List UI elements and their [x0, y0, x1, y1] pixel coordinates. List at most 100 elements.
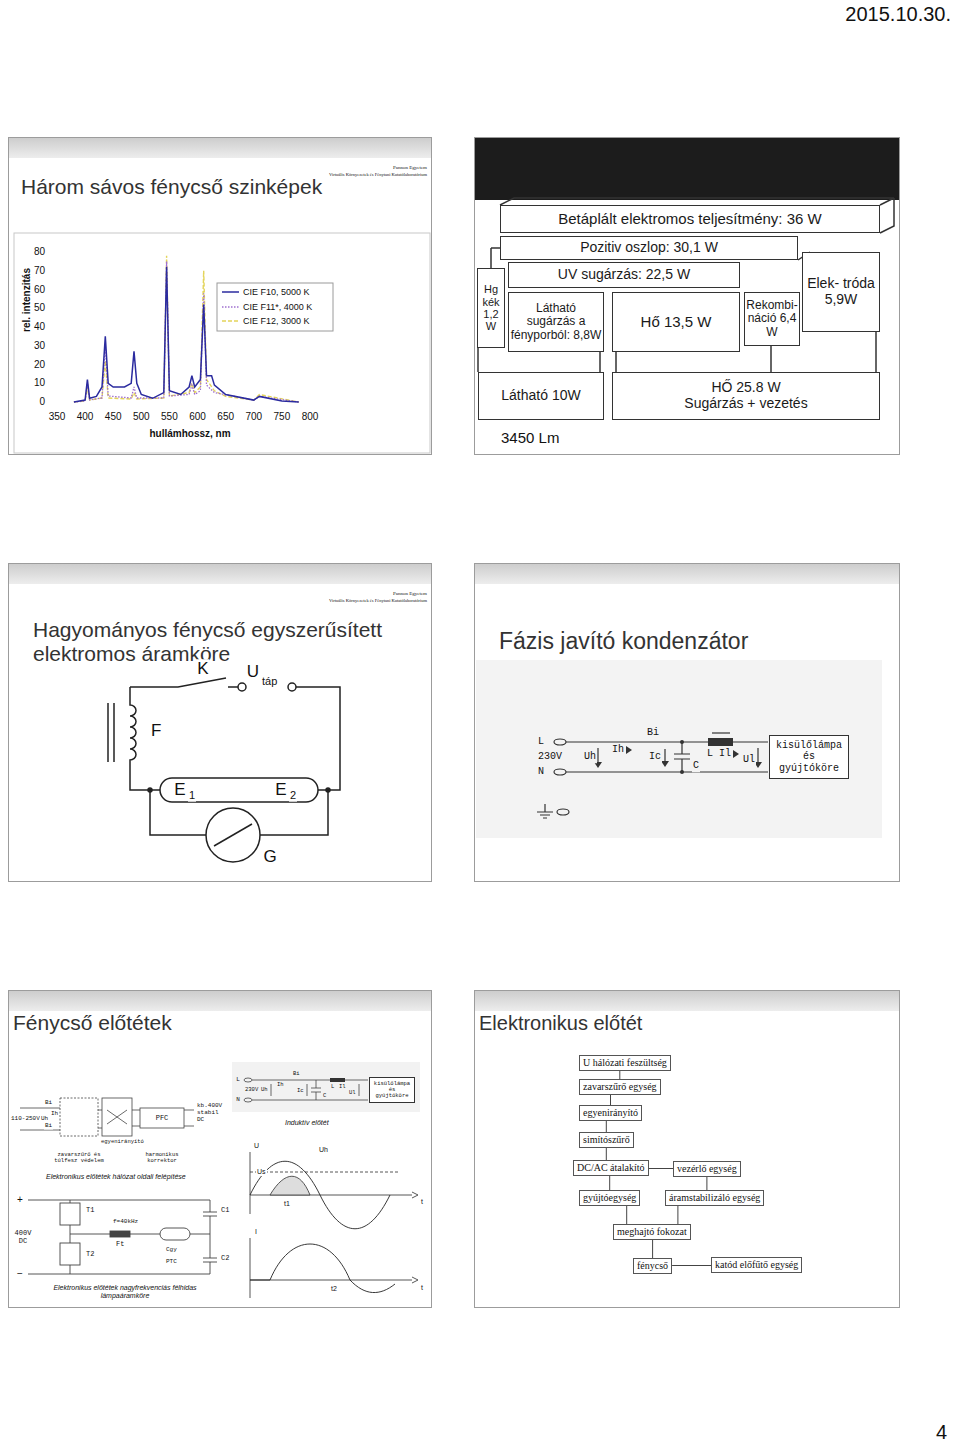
component-label: Cgy: [165, 1247, 178, 1254]
lamp-box: kisülőlámpa és gyújtóköre: [769, 735, 849, 779]
terminal-label: L: [537, 736, 545, 748]
tick-label: 0: [38, 396, 46, 408]
slide-title: Fénycső előtétek: [13, 1011, 413, 1035]
logo-text: Pannon Egyetem: [392, 165, 428, 171]
node-text: vezérlő egység: [677, 1163, 737, 1175]
node-text: Sugárzás + vezetés: [684, 396, 807, 412]
process-box: katód előfűtő egység: [711, 1257, 802, 1273]
node-text: U hálózati feszültség: [583, 1057, 667, 1069]
tick-label: 450: [104, 411, 123, 423]
energy-band: HŐ 25.8 WSugárzás + vezetés: [612, 372, 880, 420]
component-label: G: [262, 847, 277, 867]
slide-panel: Három sávos fénycső szinképek: [8, 137, 432, 455]
tick-label: 750: [273, 411, 292, 423]
node-text: Hg kék 1,2 W: [479, 283, 503, 332]
signal-label: Uh: [583, 751, 597, 763]
voltage-label: kb.400V stabil DC: [196, 1103, 230, 1124]
block-label: PFC: [155, 1114, 170, 1122]
process-box: DC/AC átalakító: [573, 1160, 649, 1176]
node-text: áramstabilizáló egység: [669, 1192, 760, 1204]
tick-label: 600: [188, 411, 207, 423]
axis-label: U: [253, 1142, 260, 1150]
component-label: Bi: [292, 1071, 301, 1077]
node-text: gyújtóegység: [583, 1192, 636, 1204]
tick-label: 700: [244, 411, 263, 423]
logo-text: Virtuális Környezetek és Fénytani Kutató…: [328, 172, 428, 177]
component-label: táp: [261, 675, 278, 688]
component-label: K: [196, 659, 209, 679]
axis-label: t: [420, 1284, 424, 1292]
node-text: Rekombi- náció 6,4 W: [746, 299, 798, 339]
axis-label: I: [254, 1228, 258, 1236]
signal-label: Ul: [742, 754, 756, 766]
tick-label: 80: [33, 246, 46, 258]
component-label: Ft: [115, 1240, 125, 1248]
tick-label: 20: [33, 359, 46, 371]
block-label: zavarszűrő és túlfesz védelem: [52, 1152, 106, 1165]
node-text: Betáplált elektromos teljesítmény: 36 W: [558, 211, 821, 228]
voltage-label: 400V DC: [9, 1229, 37, 1245]
tick-label: 500: [132, 411, 151, 423]
component-label: U: [246, 662, 260, 682]
node-text: fénycső: [637, 1260, 668, 1272]
legend-text: CIE F12, 3000 K: [243, 316, 310, 326]
component-label: 2: [289, 789, 297, 802]
page-number: 4: [935, 1421, 948, 1444]
component-label: E: [173, 780, 186, 800]
tick-label: 400: [76, 411, 95, 423]
component-label: T1: [85, 1206, 95, 1214]
component-label: 1: [188, 789, 196, 802]
slide-title: Három sávos fénycső szinképek: [21, 175, 421, 199]
component-label: C: [692, 760, 700, 772]
terminal-label: L: [235, 1077, 241, 1084]
energy-band: Betáplált elektromos teljesítmény: 36 W: [500, 205, 880, 233]
polarity-sign: −: [16, 1268, 24, 1280]
node-text: Hő 13,5 W: [641, 314, 712, 331]
component-label: PTC: [165, 1259, 178, 1266]
node-text: egyenirányító: [583, 1107, 638, 1119]
component-label: C: [322, 1093, 327, 1099]
component-label: F: [150, 721, 162, 741]
terminal-label: N: [537, 766, 545, 778]
tick-label: 800: [301, 411, 320, 423]
energy-band: Rekombi- náció 6,4 W: [744, 292, 800, 346]
energy-band: Látható sugárzás a fényporból: 8,8W: [508, 292, 604, 352]
node-text: meghajtó fokozat: [617, 1226, 687, 1238]
process-box: meghajtó fokozat: [613, 1224, 691, 1240]
logo-text: Virtuális Környezetek és Fénytani Kutató…: [328, 598, 428, 603]
slide-panel: Hagyományos fénycső egyszerűsített elekt…: [8, 563, 432, 882]
process-box: áramstabilizáló egység: [665, 1190, 764, 1206]
legend-text: CIE F11*, 4000 K: [243, 302, 312, 312]
dark-band: [475, 138, 899, 200]
axis-label: t1: [283, 1200, 291, 1208]
node-text: Elek- tróda 5,9W: [804, 276, 878, 307]
slide-panel: Elektronikus előtétU hálózati feszültség…: [474, 990, 900, 1308]
signal-label: Ic: [296, 1088, 305, 1094]
node-text: zavarszűrő egység: [583, 1081, 657, 1093]
voltage-label: 110-250V: [10, 1116, 41, 1123]
signal-label: Uh: [40, 1116, 49, 1123]
node-text: Pozitiv oszlop: 30,1 W: [580, 240, 718, 256]
voltage-label: 230V: [244, 1087, 259, 1093]
tick-label: 650: [216, 411, 235, 423]
process-box: zavarszűrő egység: [579, 1079, 661, 1095]
axis-title: hullámhossz, nm: [148, 428, 231, 440]
node-text: kisülőlámpa és gyújtóköre: [371, 1081, 413, 1099]
process-box: vezérlő egység: [673, 1161, 741, 1177]
date-stamp: 2015.10.30.: [844, 3, 952, 26]
energy-band: Látható 10W: [478, 372, 604, 420]
block-label: egyenirányító: [100, 1139, 145, 1145]
process-box: fénycső: [633, 1258, 672, 1274]
component-label: Bi: [44, 1100, 53, 1107]
energy-band: Elek- tróda 5,9W: [802, 252, 880, 332]
signal-label: Ih: [276, 1082, 285, 1088]
axis-title: rel. intenzitás: [21, 267, 33, 333]
energy-band: UV sugárzás: 22,5 W: [508, 262, 740, 288]
component-label: T2: [85, 1250, 95, 1258]
node-text: HŐ 25.8 W: [711, 380, 780, 396]
energy-band: Hg kék 1,2 W: [477, 268, 505, 348]
node-text: Látható 10W: [501, 388, 580, 404]
block-label: harmonikus korrektor: [137, 1152, 187, 1165]
component-label: E: [274, 780, 287, 800]
